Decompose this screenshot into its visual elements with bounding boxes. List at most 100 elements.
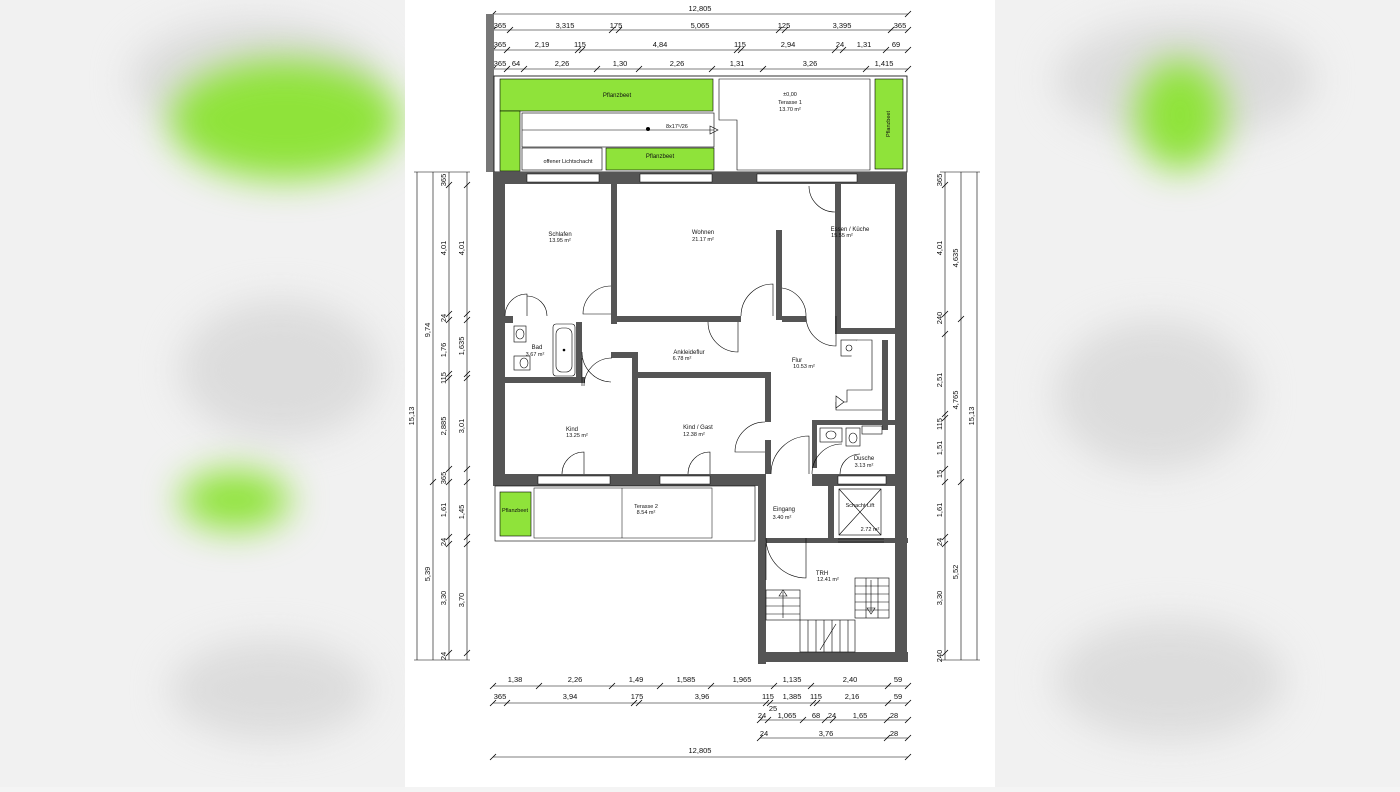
dim-label: 1,38	[508, 675, 523, 684]
dim-bottom-total: 12,805	[689, 746, 712, 755]
room-essen-area: 15.55 m²	[831, 233, 853, 239]
blurred-background-right	[995, 0, 1400, 787]
top-terrace-area: Pflanzbeet 8x17⁵/26 offener Lichtschacht…	[486, 14, 908, 173]
dim-label: 365	[494, 21, 507, 30]
dim-label: 25	[769, 704, 777, 713]
dim-label: 125	[778, 21, 791, 30]
left-dimension-chains	[414, 171, 471, 661]
planting-bed-top	[499, 78, 714, 112]
dim-label: 2,26	[670, 59, 685, 68]
kitchen-counter	[835, 339, 882, 411]
windows	[526, 173, 887, 485]
room-schlafen-area: 13.95 m²	[549, 238, 571, 244]
dim-label: 3,76	[819, 729, 834, 738]
dim-label: 24	[828, 711, 836, 720]
stair-note: 8x17⁵/26	[666, 123, 688, 130]
room-kind-name: Kind	[566, 427, 578, 433]
dim-label: 5,065	[691, 21, 710, 30]
dim-label: 365	[439, 174, 448, 187]
room-bad-name: Bad	[532, 345, 543, 351]
left-dimension-labels: 15,13 9,74 5,39 365 4,01 24 1,76 115 2,8…	[407, 174, 466, 660]
dim-label: 365	[494, 40, 507, 49]
terrace-2-area: 8.54 m²	[637, 510, 656, 516]
dim-left-total: 15,13	[407, 407, 416, 426]
top-dimension-labels: 12,805 365 3,315 175 5,065 125 3,395 365…	[494, 4, 907, 68]
dim-label: 115	[935, 418, 944, 430]
terrace-1	[718, 78, 871, 171]
dim-label: 3,96	[695, 692, 710, 701]
dim-label: 175	[631, 692, 644, 701]
dim-label: 4,01	[935, 241, 944, 256]
lift-shaft	[838, 488, 884, 543]
dim-label: 365	[494, 59, 507, 68]
room-flur-area: 10.53 m²	[793, 364, 815, 370]
dim-label: 1,135	[783, 675, 802, 684]
room-lift-area: 2.72 m²	[861, 527, 880, 533]
planting-bed-top-label: Pflanzbeet	[603, 93, 632, 99]
dim-label: 3,30	[439, 591, 448, 606]
room-eingang-name: Eingang	[773, 507, 795, 513]
dim-label: 115	[574, 40, 586, 49]
dim-label: 1,49	[629, 675, 644, 684]
dim-label: 4,765	[951, 391, 960, 410]
door-swings	[504, 185, 861, 580]
stairwell	[765, 577, 890, 653]
planting-bed-terrace-2	[499, 491, 532, 537]
room-kind-area: 13.25 m²	[566, 433, 588, 439]
dim-top-total: 12,805	[689, 4, 712, 13]
planting-bed-terrace-2-label: Pflanzbeet	[502, 508, 528, 514]
room-kindgast-name: Kind / Gast	[683, 425, 713, 431]
dim-label: 365	[439, 472, 448, 485]
dim-label: 24	[439, 652, 448, 660]
dim-label: 1,385	[783, 692, 802, 701]
dim-right-total: 15,13	[967, 407, 976, 426]
terrace-1-name: Terasse 1	[778, 100, 802, 106]
planting-bed-right	[874, 78, 904, 170]
dim-label: 115	[762, 692, 774, 701]
floor-plan-drawing: 12,805 365 3,315 175 5,065 125 3,395 365…	[407, 4, 980, 761]
dim-label: 240	[935, 650, 944, 663]
room-dusche-name: Dusche	[854, 456, 875, 462]
dim-label: 3,395	[833, 21, 852, 30]
top-dimension-chains	[489, 10, 912, 73]
dim-label: 1,65	[853, 711, 868, 720]
room-wohnen-name: Wohnen	[692, 230, 714, 236]
dim-label: 1,51	[935, 441, 944, 456]
bottom-dimension-labels: 1,38 2,26 1,49 1,585 1,965 1,135 2,40 59…	[494, 675, 902, 755]
room-flur-name: Flur	[792, 358, 802, 364]
dim-label: 4,01	[439, 241, 448, 256]
dim-label: 2,16	[845, 692, 860, 701]
planting-bed-mid	[605, 147, 715, 171]
dim-label: 69	[892, 40, 900, 49]
dim-label: 365	[935, 174, 944, 187]
dim-label: 24	[935, 538, 944, 546]
room-bad-area: 3.67 m²	[526, 352, 545, 358]
dim-label: 240	[935, 312, 944, 325]
dim-label: 28	[890, 711, 898, 720]
room-schlafen-name: Schlafen	[548, 232, 571, 238]
dim-label: 1,585	[677, 675, 696, 684]
dim-label: 2,19	[535, 40, 550, 49]
planting-bed-right-label: Pflanzbeet	[886, 111, 892, 137]
blurred-background-left	[0, 0, 405, 787]
dim-label: 2,51	[935, 373, 944, 388]
retaining-wall	[486, 14, 494, 172]
dim-label: 2,94	[781, 40, 796, 49]
dim-label: 24	[439, 314, 448, 322]
dim-label: 5,39	[423, 567, 432, 582]
room-essen-name: Essen / Küche	[831, 227, 870, 233]
dim-label: 4,84	[653, 40, 668, 49]
dim-label: 3,315	[556, 21, 575, 30]
dim-label: 1,61	[439, 503, 448, 518]
dim-label: 64	[512, 59, 520, 68]
dim-label: 1,61	[935, 503, 944, 518]
dim-label: 1,415	[875, 59, 894, 68]
dim-label: 24	[760, 729, 768, 738]
room-ankleide-area: 6.78 m²	[673, 356, 692, 362]
dim-label: 59	[894, 675, 902, 684]
dim-label: 68	[812, 711, 820, 720]
bathroom-fixtures	[513, 323, 883, 447]
floor-plan-sheet: 12,805 365 3,315 175 5,065 125 3,395 365…	[405, 0, 995, 787]
dim-label: 24	[836, 40, 844, 49]
